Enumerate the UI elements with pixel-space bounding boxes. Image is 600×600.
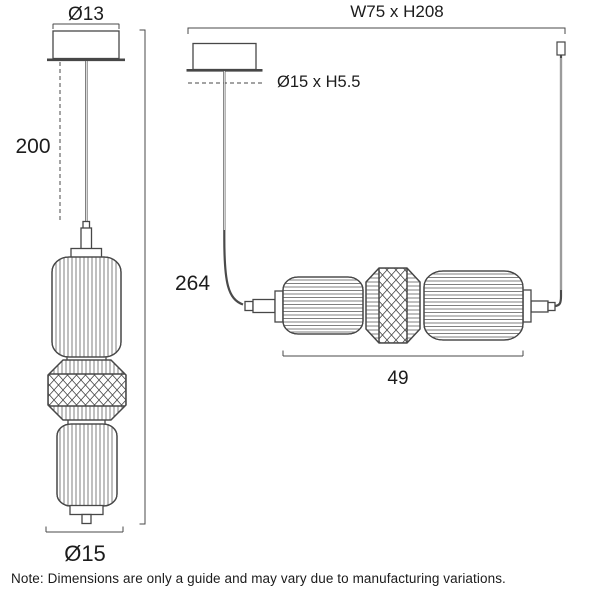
dim-shade-diameter-label: Ø15 [64,541,106,566]
vertical-pendant-view [47,30,127,525]
right-ribbed-shade-h [423,270,524,341]
vertical-view-dimensions [45,23,146,533]
left-fitting [244,290,284,323]
lower-ribbed-shade [56,423,118,507]
dim-canopy-diameter-label: Ø13 [68,4,104,25]
dim-overall-height-line [139,29,146,525]
dim-drop-label: 200 [15,135,50,158]
faceted-shade-h [365,267,421,344]
right-fitting [522,289,556,323]
stem-socket [70,220,103,259]
dim-canopy-diameter-line [52,23,120,29]
canopy-h [186,42,263,84]
bottom-cap [69,504,104,525]
dim-canopy-size-label: Ø15 x H5.5 [277,73,360,91]
dim-cluster-width-line [282,350,524,357]
horizontal-view-dimensions [187,27,566,357]
dim-overall-size-line [187,27,566,34]
faceted-shade [47,359,127,421]
dim-shade-diameter-line [45,526,124,533]
canopy [47,30,125,62]
left-drop-cord [223,71,244,306]
cord-anchor [556,41,566,56]
note-text: Note: Dimensions are only a guide and ma… [11,571,506,586]
left-ribbed-shade-h [282,276,364,335]
upper-ribbed-shade [51,256,122,358]
dim-overall-size-label: W75 x H208 [350,2,444,21]
dim-overall-height-label: 264 [175,272,210,295]
horizontal-pendant-view [186,41,566,344]
right-drop-cord [553,41,566,308]
dim-cluster-width-label: 49 [387,368,408,389]
